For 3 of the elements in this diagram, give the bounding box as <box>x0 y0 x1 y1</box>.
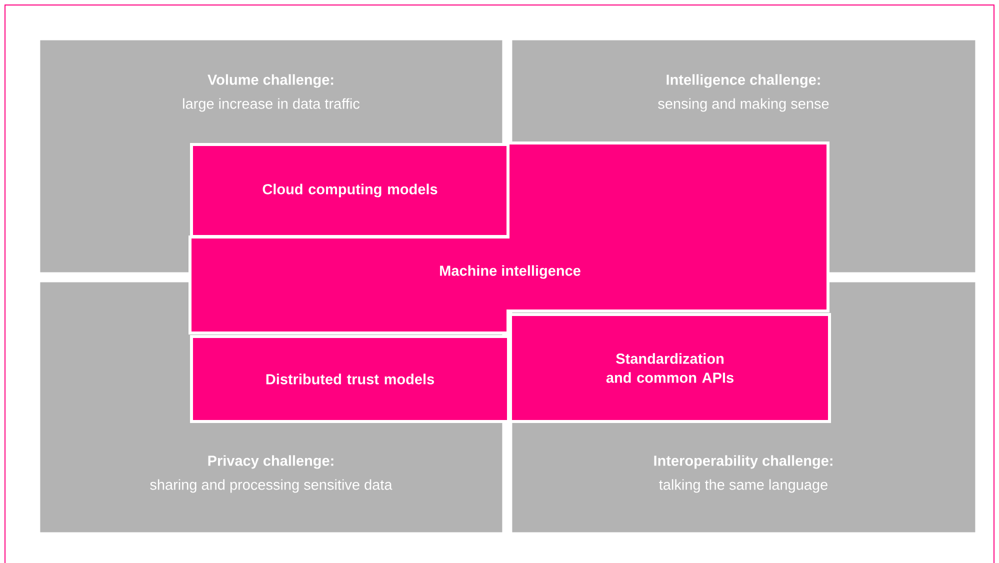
topic-box: Distributed trust models <box>190 335 510 423</box>
topic-box: Standardization and common APIs <box>509 313 831 423</box>
topic-box: Cloud computing models <box>190 143 510 238</box>
